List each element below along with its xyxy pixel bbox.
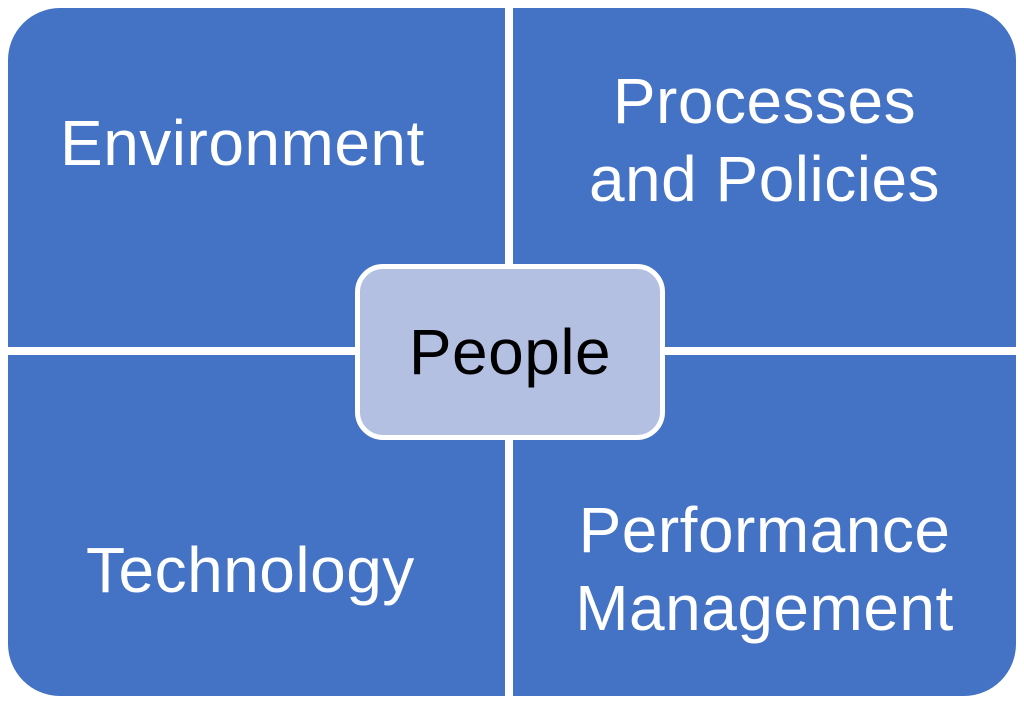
quadrant-environment: Environment — [8, 8, 505, 347]
technology-label: Technology — [86, 531, 415, 609]
quadrant-processes-and-policies: Processes and Policies — [513, 8, 1016, 347]
performance-line2: Management — [575, 572, 954, 645]
technology-text: Technology — [86, 534, 415, 606]
people-label: People — [408, 316, 612, 388]
performance-line1: Performance — [578, 494, 951, 566]
environment-text: Environment — [60, 107, 425, 179]
processes-and-policies-label: Processes and Policies — [513, 62, 1016, 218]
processes-line2: and Policies — [588, 143, 941, 216]
performance-management-label: Performance Management — [513, 491, 1016, 647]
environment-label: Environment — [60, 104, 425, 182]
processes-line1: Processes — [612, 65, 917, 137]
quadrant-technology: Technology — [8, 355, 505, 696]
center-people-box: People — [355, 264, 665, 440]
